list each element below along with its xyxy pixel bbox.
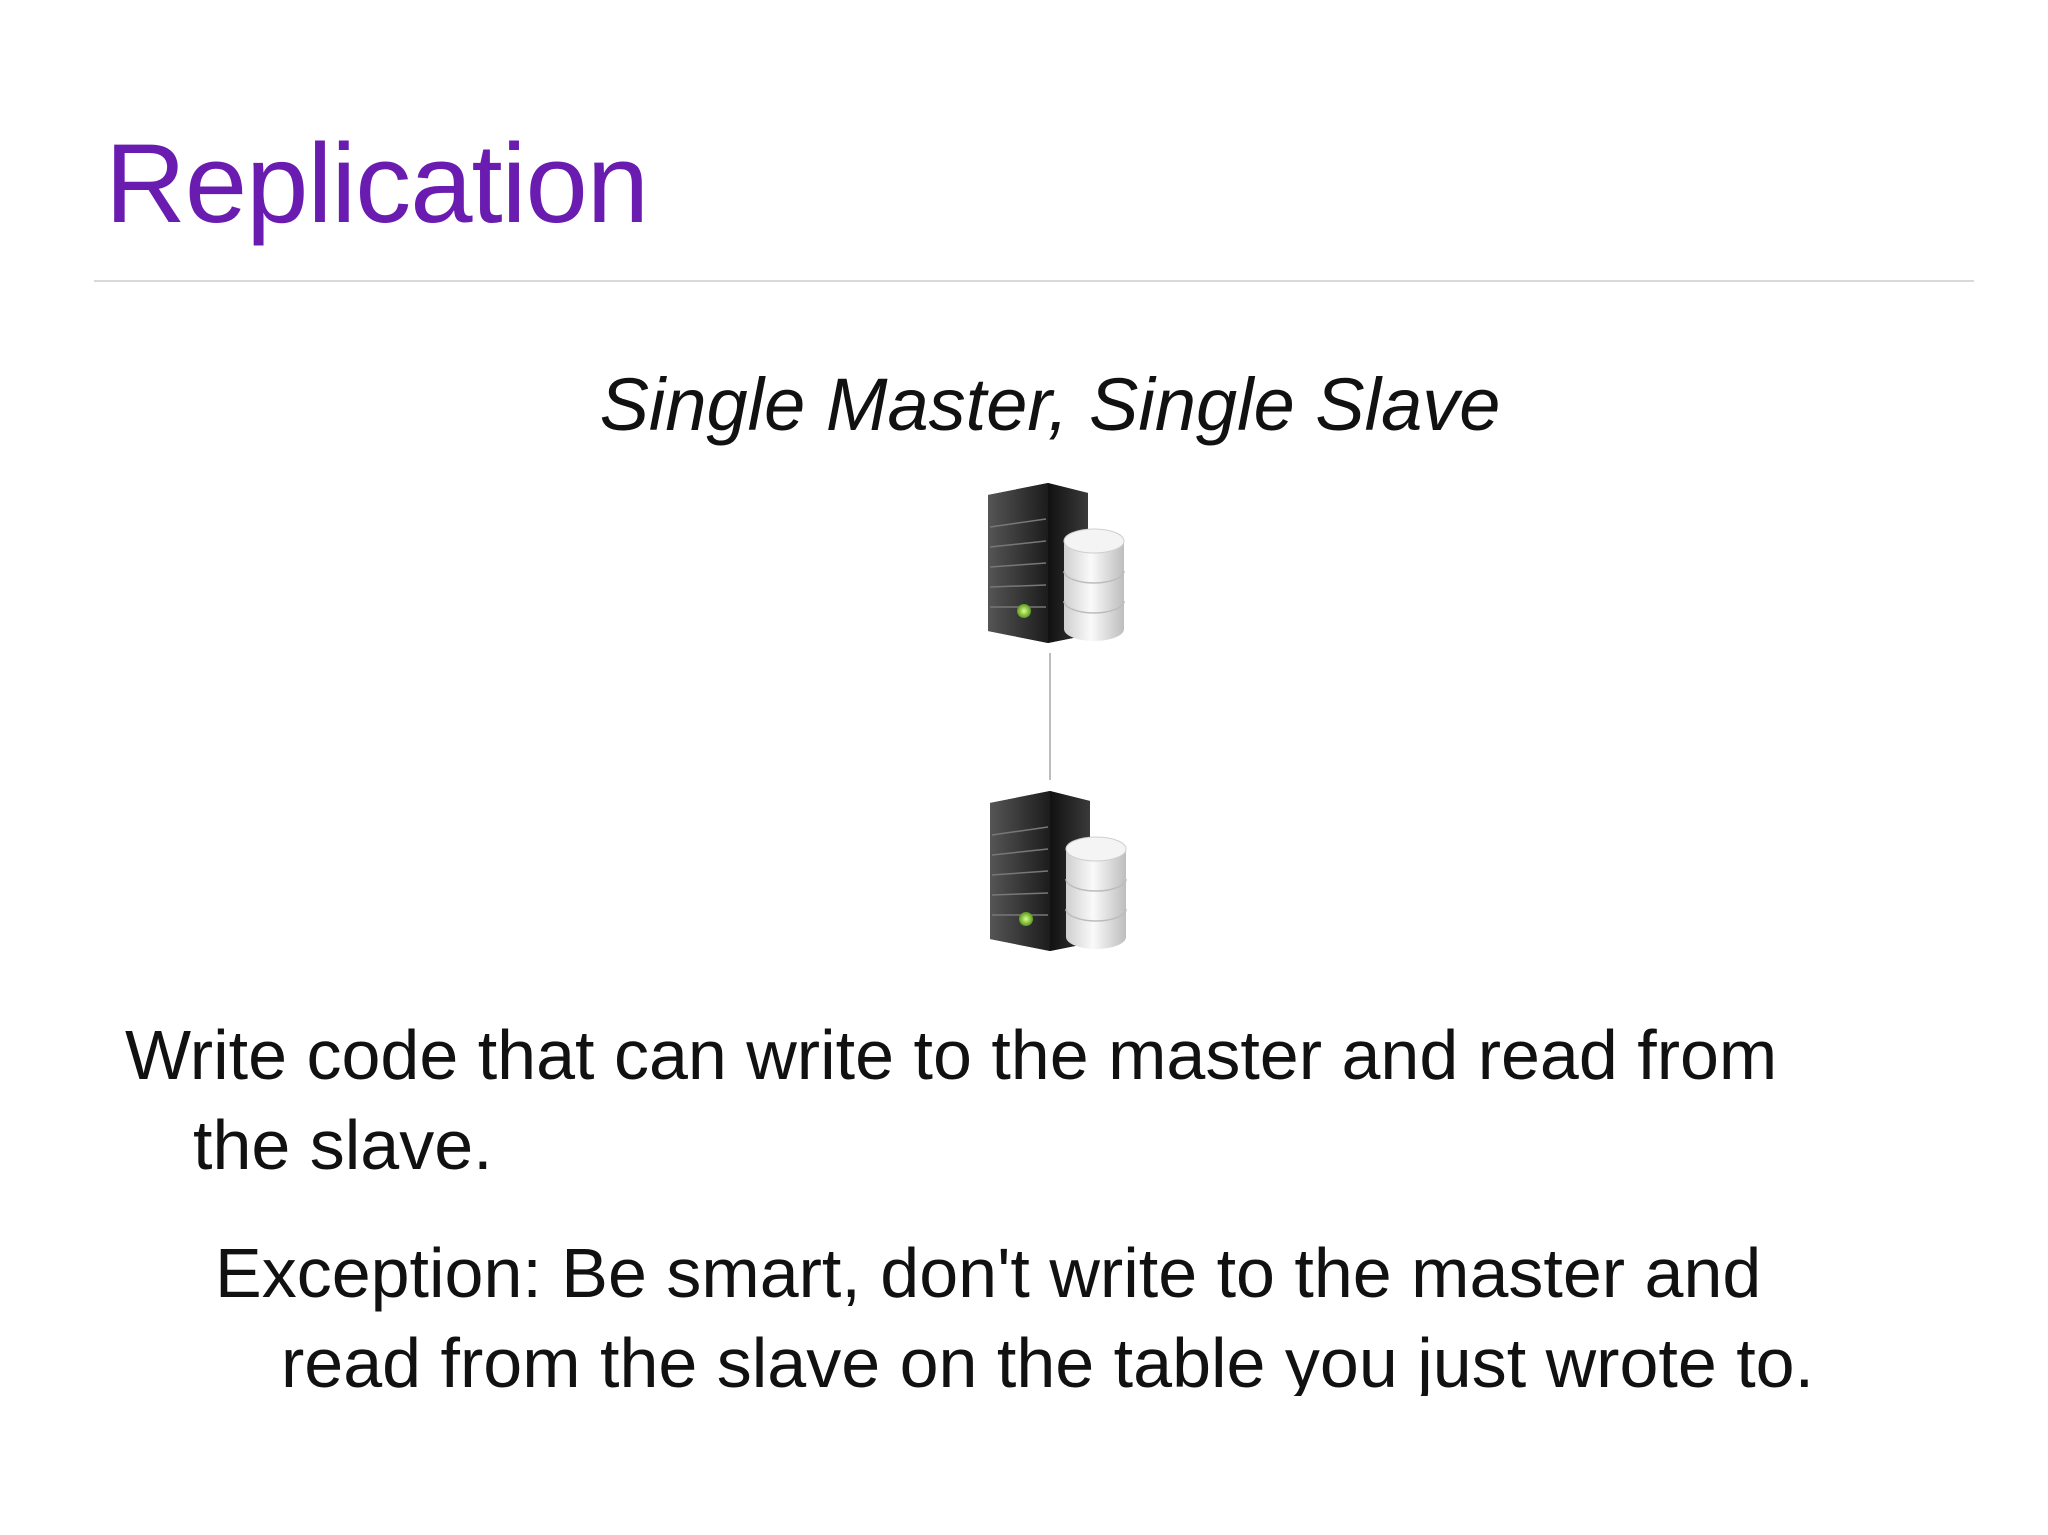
slave-server-icon [989,790,1127,952]
slide-title: Replication [105,121,649,246]
main-point-line-2: the slave. [193,1106,493,1184]
diagram-caption: Single Master, Single Slave [599,363,1501,446]
sub-point: Exception: Be smart, don't write to the … [215,1228,1995,1396]
title-divider [94,280,1974,282]
main-point-line-1: Write code that can write to the master … [125,1016,1778,1094]
sub-point-line-2: read from the slave on the table you jus… [281,1324,1815,1396]
sub-point-line-1: Exception: Be smart, don't write to the … [215,1234,1762,1312]
main-point: Write code that can write to the master … [125,1010,1925,1190]
replication-diagram [987,482,1127,952]
master-server-icon [987,482,1125,644]
